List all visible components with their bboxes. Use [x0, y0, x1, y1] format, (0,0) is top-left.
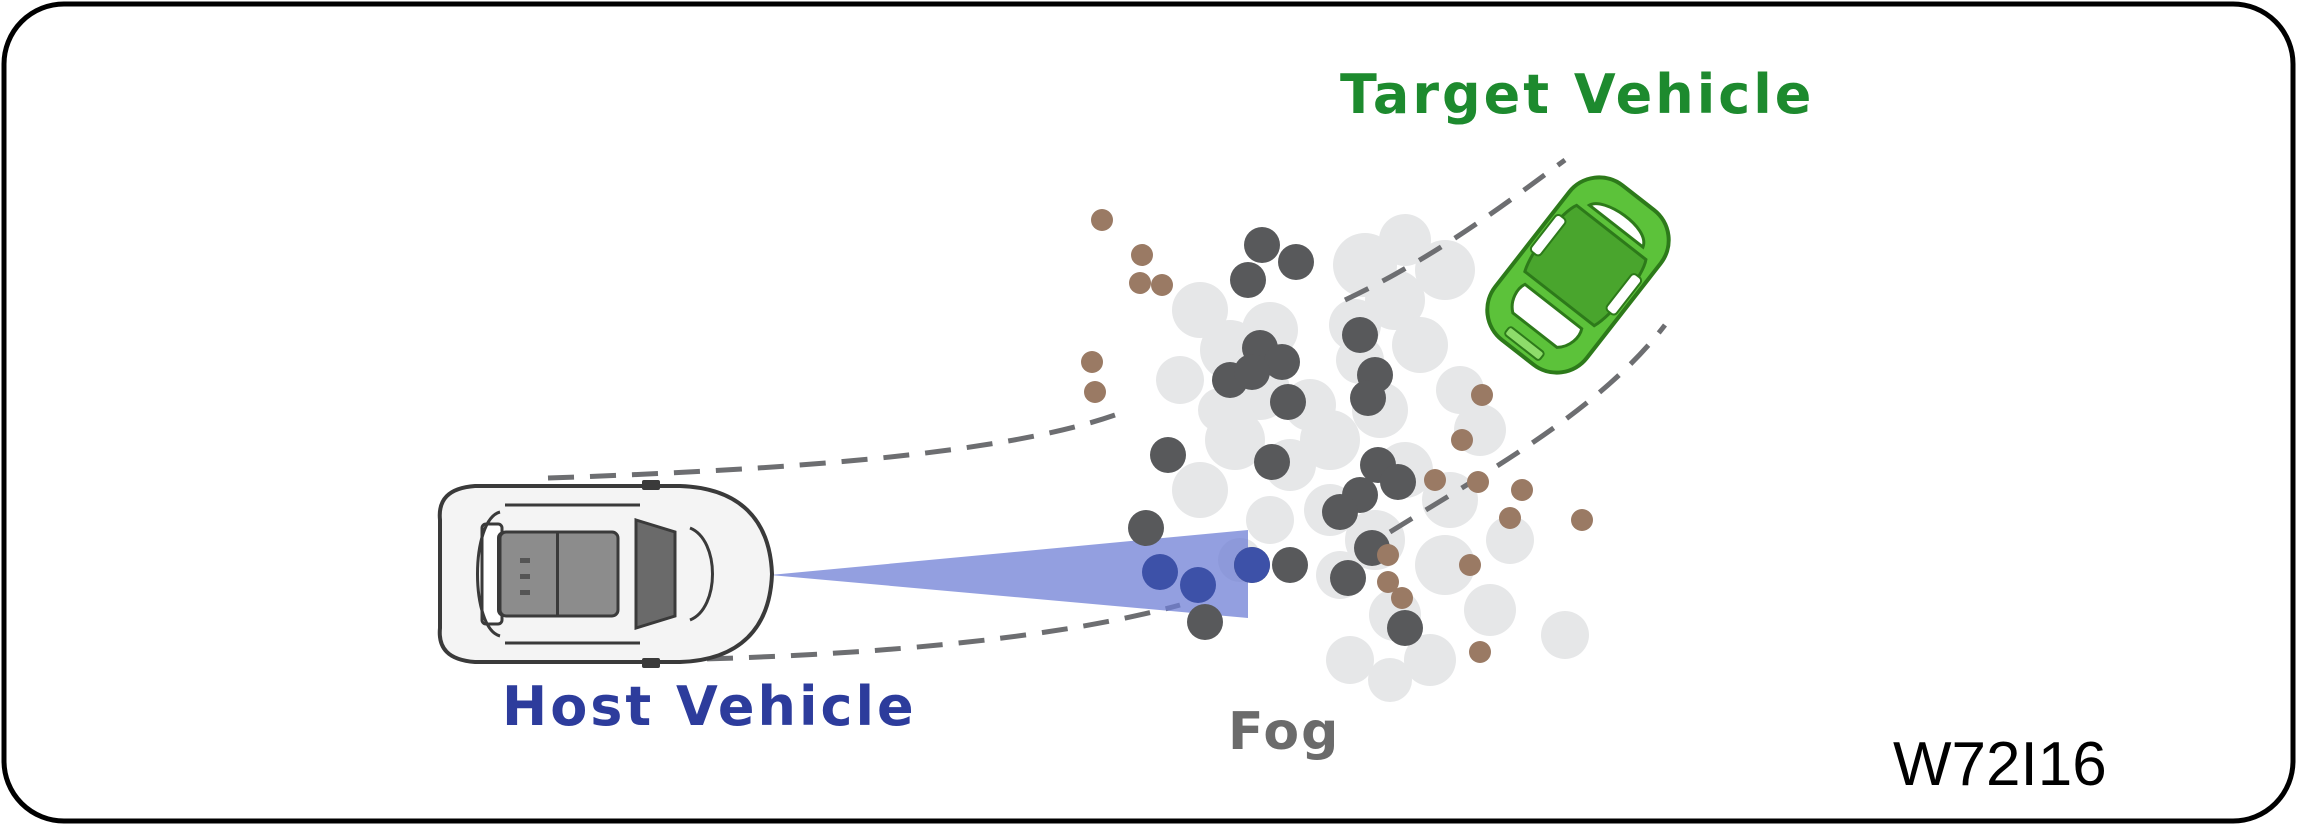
host-vehicle-label: Host Vehicle: [502, 675, 917, 738]
fog-particles-brown: [1081, 209, 1593, 663]
fog-particles-in-beam: [1142, 547, 1270, 603]
lane-lower-curve: [1388, 323, 1667, 535]
target-vehicle-icon: [1485, 175, 1671, 375]
lane-markings: [547, 157, 1667, 663]
sensor-beam: [770, 530, 1248, 618]
lane-upper-curve: [1343, 157, 1567, 303]
host-vehicle-icon: [437, 480, 775, 668]
target-vehicle-label: Target Vehicle: [1340, 63, 1815, 126]
figure-code: W72I16: [1893, 730, 2107, 799]
fog-label: Fog: [1228, 702, 1341, 762]
lane-lower: [664, 602, 1181, 663]
lane-upper: [547, 412, 1116, 481]
fog-particles-dark: [1128, 227, 1423, 646]
